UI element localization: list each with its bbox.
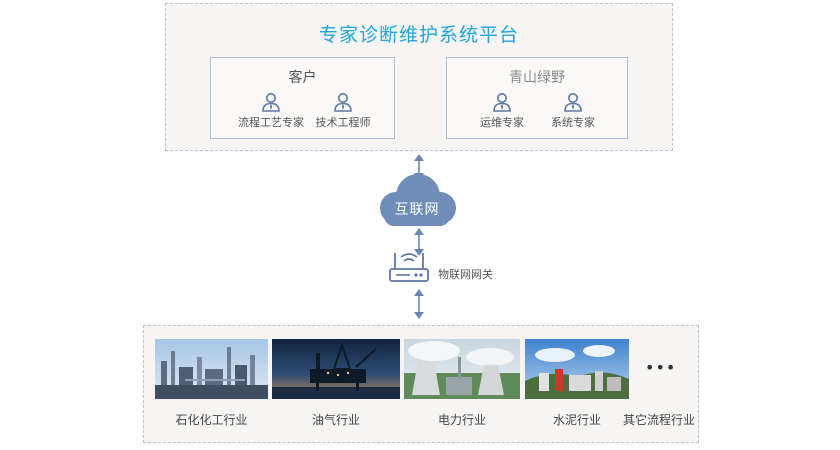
petrochemical-industry-label: 石化化工行业 bbox=[175, 413, 248, 427]
user-icon bbox=[334, 93, 352, 112]
customer-group bbox=[210, 57, 395, 139]
system-expert-label: 系统专家 bbox=[551, 116, 595, 129]
double-arrow-icon bbox=[412, 227, 426, 257]
ops-expert-label: 运维专家 bbox=[480, 116, 524, 129]
user-icon bbox=[493, 93, 511, 112]
cement-plant-photo bbox=[525, 339, 629, 399]
qingshan-group bbox=[446, 57, 628, 139]
system-expert: 系统专家 bbox=[533, 92, 613, 130]
internet-label: 互联网 bbox=[394, 202, 440, 218]
oil-gas-industry-label: 油气行业 bbox=[311, 413, 360, 427]
cement-industry-label: 水泥行业 bbox=[552, 413, 601, 427]
petrochemical-plant-photo bbox=[155, 339, 268, 399]
tech-engineer: 技术工程师 bbox=[303, 92, 383, 130]
process-expert: 流程工艺专家 bbox=[231, 92, 311, 130]
ops-expert: 运维专家 bbox=[462, 92, 542, 130]
customer-group-title: 客户 bbox=[288, 70, 317, 86]
internet-cloud-icon bbox=[370, 172, 464, 232]
user-icon bbox=[262, 93, 280, 112]
platform-title: 专家诊断维护系统平台 bbox=[318, 24, 519, 46]
router-icon bbox=[388, 251, 430, 289]
iot-gateway-label: 物联网网关 bbox=[438, 268, 493, 281]
more-ellipsis-icon: ••• bbox=[645, 358, 677, 377]
double-arrow-icon bbox=[412, 288, 426, 320]
tech-engineer-label: 技术工程师 bbox=[315, 116, 371, 129]
power-plant-photo bbox=[404, 339, 520, 399]
offshore-oil-platform-photo bbox=[272, 339, 400, 399]
process-expert-label: 流程工艺专家 bbox=[238, 116, 304, 129]
other-industries-label: 其它流程行业 bbox=[623, 413, 696, 427]
user-icon bbox=[564, 93, 582, 112]
power-industry-label: 电力行业 bbox=[437, 413, 486, 427]
qingshan-group-title: 青山绿野 bbox=[509, 70, 565, 86]
